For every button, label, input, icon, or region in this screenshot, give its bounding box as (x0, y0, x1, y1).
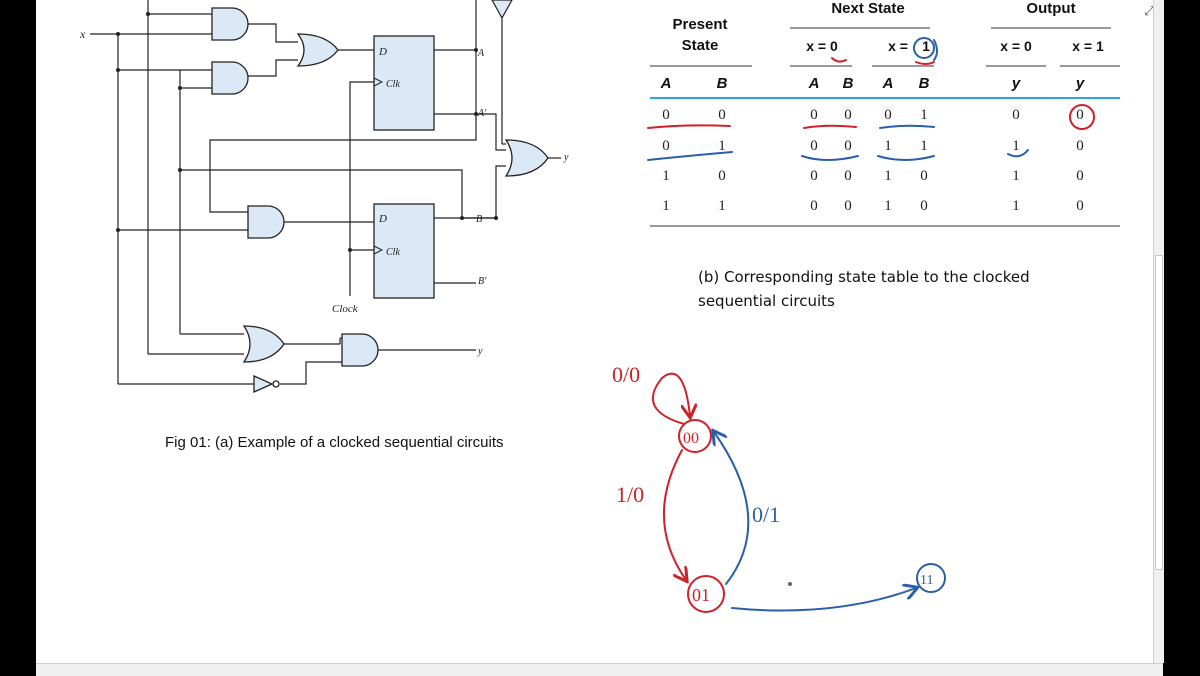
state-11-label: 11 (920, 573, 933, 588)
transition-label-1-0: 1/0 (616, 482, 644, 507)
header-out-x0: x = 0 (1000, 38, 1032, 54)
figure-caption-b-line2: sequential circuits (698, 292, 835, 310)
arrow-01-to-11 (731, 588, 916, 612)
col-header: A (808, 75, 820, 92)
state-01-label: 01 (692, 585, 710, 605)
state-diagram: 00 01 11 0/0 1/0 0/1 (612, 362, 946, 613)
expand-icon[interactable]: ⤢ (1144, 4, 1155, 19)
vertical-scrollbar[interactable] (1153, 0, 1164, 663)
header-next-x1-prefix: x = (888, 38, 908, 54)
col-header: y (1011, 75, 1021, 92)
col-header: B (918, 75, 930, 92)
self-loop-00 (651, 372, 690, 425)
state-00-label: 00 (683, 430, 699, 447)
or-gate-3 (242, 325, 285, 363)
header-next-x1-value: 1 (922, 38, 930, 54)
output-y-or-label: y (563, 152, 569, 163)
flip-flop-a (373, 35, 435, 131)
or-gate-1 (296, 33, 339, 67)
and-gate-1 (211, 7, 249, 41)
input-x-label: x (79, 27, 86, 41)
figure-caption-b-line1: (b) Corresponding state table to the clo… (698, 268, 1030, 286)
col-header: B (842, 75, 854, 92)
document-page: x D Clk A A' D Clk B B' Clock y y Fig 01… (36, 0, 1163, 663)
ff-b-q-label: B (476, 214, 482, 225)
header-present-line1: Present (672, 16, 728, 33)
output-y-and-label: y (477, 346, 483, 357)
header-next-state: Next State (831, 0, 905, 17)
figure-caption-a: Fig 01: (a) Example of a clocked sequent… (165, 434, 504, 451)
inverter-gate (253, 374, 274, 394)
transition-label-0-1: 0/1 (752, 502, 780, 527)
state-01-circle (687, 575, 725, 613)
header-out-x1: x = 1 (1072, 38, 1104, 54)
ff-a-d-label: D (378, 46, 387, 58)
or-gate-2 (504, 139, 549, 177)
clock-label: Clock (332, 303, 359, 315)
ff-b-clk-label: Clk (386, 247, 400, 258)
header-output: Output (1026, 0, 1076, 17)
scrollbar-thumb[interactable] (1155, 255, 1163, 570)
and-gate-2 (211, 61, 249, 95)
arrow-01-to-00 (714, 432, 750, 585)
table-annotations (647, 37, 1095, 161)
state-11-circle (916, 563, 946, 593)
circuit-diagram: x D Clk A A' D Clk B B' Clock y y (79, 0, 569, 394)
arrow-00-to-01 (662, 449, 686, 580)
ff-a-q-label: A (477, 48, 485, 59)
ff-a-qn-label: A' (477, 108, 487, 119)
ff-a-clk-label: Clk (386, 79, 400, 90)
ff-b-qn-label: B' (478, 276, 487, 287)
header-next-x0: x = 0 (806, 38, 838, 54)
col-header: B (716, 75, 728, 92)
col-header: y (1075, 75, 1085, 92)
flip-flop-b (373, 203, 435, 299)
table-rules (650, 27, 1120, 227)
ff-b-d-label: D (378, 213, 387, 225)
and-gate-3 (247, 205, 285, 239)
and-gate-4 (341, 333, 379, 367)
transition-label-0-0: 0/0 (612, 362, 640, 387)
col-header: A (882, 75, 894, 92)
col-header: A (660, 75, 672, 92)
horizontal-scrollbar[interactable] (36, 663, 1163, 676)
header-present-line2: State (681, 37, 719, 54)
